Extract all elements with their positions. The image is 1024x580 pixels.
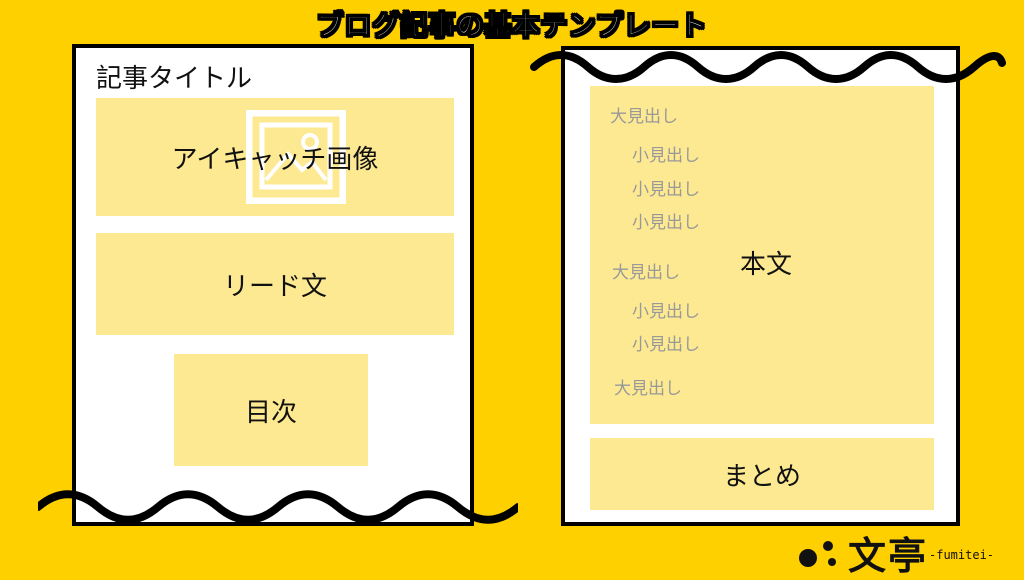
eyecatch-image-box: アイキャッチ画像 bbox=[96, 98, 454, 216]
toc-box: 目次 bbox=[174, 354, 368, 466]
heading-small: 小見出し bbox=[632, 335, 700, 355]
heading-small: 小見出し bbox=[632, 146, 700, 166]
logo-subtext: -fumitei- bbox=[929, 548, 995, 562]
heading-small: 小見出し bbox=[632, 302, 700, 322]
summary-label: まとめ bbox=[722, 461, 801, 492]
left-cut-wave bbox=[38, 490, 518, 524]
logo-mark: 文亭 bbox=[848, 533, 929, 578]
body-label: 本文 bbox=[740, 250, 793, 280]
body-text-box: 本文 大見出し 小見出し 小見出し 小見出し 大見出し 小見出し 小見出し 大見… bbox=[590, 86, 934, 424]
heading-large: 大見出し bbox=[612, 263, 680, 283]
article-top-panel: 記事タイトル アイキャッチ画像 リード文 目次 bbox=[72, 44, 474, 526]
summary-box: まとめ bbox=[590, 438, 934, 510]
heading-large: 大見出し bbox=[614, 379, 682, 399]
page-title: ブログ記事の基本テンプレート bbox=[316, 11, 708, 43]
article-body-panel: 本文 大見出し 小見出し 小見出し 小見出し 大見出し 小見出し 小見出し 大見… bbox=[561, 46, 960, 526]
heading-small: 小見出し bbox=[632, 213, 700, 233]
image-icon bbox=[246, 110, 346, 204]
eyecatch-label: アイキャッチ画像 bbox=[171, 144, 379, 175]
toc-label: 目次 bbox=[244, 397, 297, 428]
heading-small: 小見出し bbox=[632, 180, 700, 200]
logo-dots-icon bbox=[799, 541, 836, 567]
heading-large: 大見出し bbox=[610, 107, 678, 127]
right-cut-wave bbox=[530, 51, 1006, 83]
lead-text-box: リード文 bbox=[96, 233, 454, 335]
article-title-label: 記事タイトル bbox=[96, 64, 253, 94]
lead-label: リード文 bbox=[222, 271, 327, 302]
